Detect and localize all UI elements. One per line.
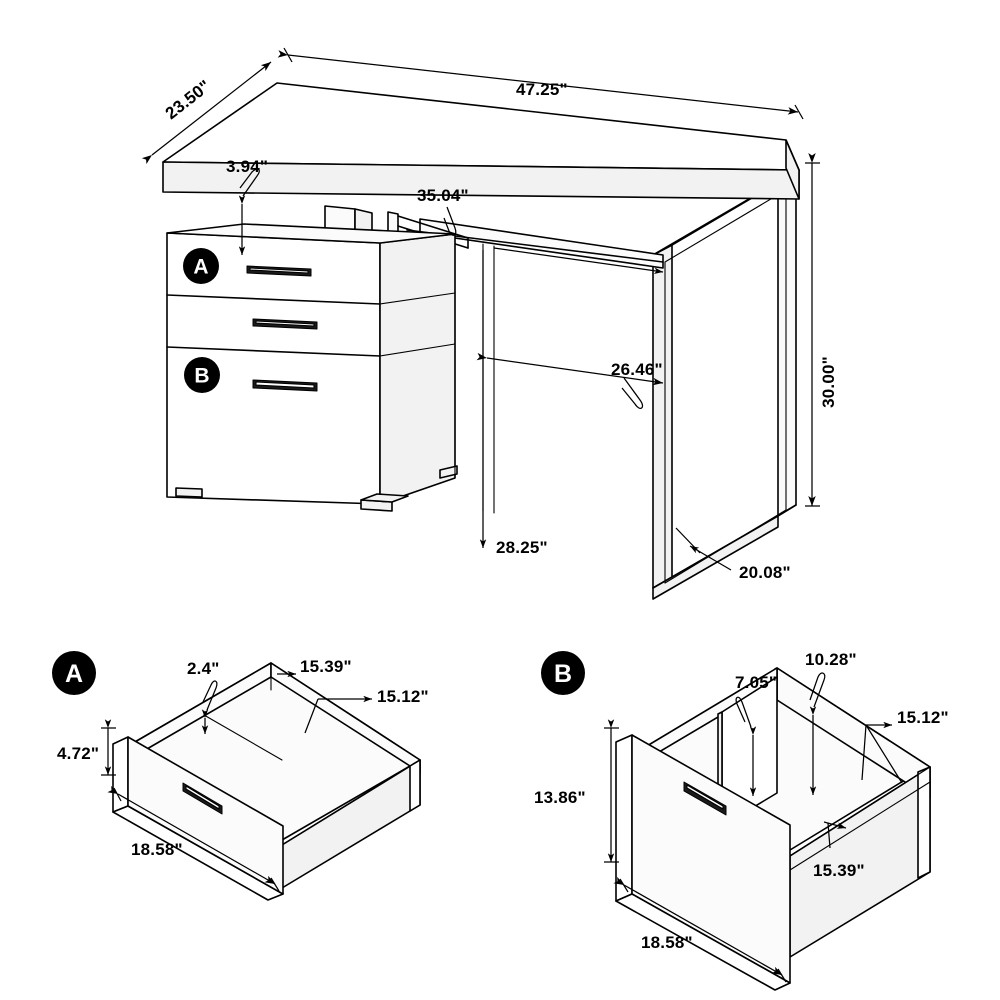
dim-a-front-width <box>107 785 280 892</box>
dim-label-b-side-height: 10.28" <box>805 650 857 669</box>
dim-label-b-front-width: 18.58" <box>641 933 693 952</box>
desk-assembly-isometric <box>141 47 820 600</box>
dim-label-top-gap: 3.94" <box>226 157 268 176</box>
badge-a-main-letter: A <box>193 256 208 279</box>
dim-leg-depth <box>675 527 732 571</box>
badge-b-detail-letter: B <box>554 660 572 688</box>
dim-label-a-side-height: 2.4" <box>187 659 220 678</box>
dim-label-a-inner-depth: 15.12" <box>377 687 429 706</box>
badge-b-main: B <box>184 357 220 393</box>
badge-a-detail-letter: A <box>65 660 83 688</box>
dim-a-side-height <box>201 680 218 734</box>
dim-b-divider-height <box>735 696 757 796</box>
dim-label-leg-depth: 20.08" <box>739 563 791 582</box>
dim-label-a-front-height: 4.72" <box>57 744 99 763</box>
dim-label-b-divider-height: 7.05" <box>735 673 777 692</box>
desk-top-panel <box>162 82 800 200</box>
badge-b-detail: B <box>541 651 585 695</box>
dim-b-inner-width <box>823 821 847 849</box>
badge-a-detail: A <box>52 651 96 695</box>
badge-a-main: A <box>183 248 219 284</box>
drawer-b-handle <box>252 379 318 392</box>
dim-b-inner-depth <box>861 721 903 784</box>
desk-back-panel-edges <box>454 236 495 514</box>
dim-clearance-width <box>476 352 664 409</box>
dim-label-top-underside: 35.04" <box>417 186 469 205</box>
dim-label-depth: 23.50" <box>162 76 215 123</box>
dim-label-b-front-height: 13.86" <box>534 788 586 807</box>
dim-label-b-inner-width: 15.39" <box>813 861 865 880</box>
drawer-a-handle <box>246 265 312 277</box>
dim-label-a-front-width: 18.58" <box>131 840 183 859</box>
dim-height <box>805 153 820 507</box>
right-leg-frame <box>652 171 797 600</box>
dim-b-side-height <box>809 672 826 795</box>
dim-depth <box>141 61 272 165</box>
dim-label-clearance-width: 26.46" <box>611 360 663 379</box>
dim-top-gap <box>238 168 260 255</box>
drawer-b-detail <box>604 667 931 991</box>
dim-label-a-inner-width: 15.39" <box>300 657 352 676</box>
dim-a-front-height <box>101 719 116 776</box>
dim-top-underside <box>443 206 457 236</box>
dim-a-inner-depth <box>304 695 372 734</box>
drawer-cabinet <box>166 223 458 512</box>
dim-clearance-upper-ref <box>493 247 664 274</box>
dim-b-front-height <box>604 719 619 863</box>
badge-b-main-letter: B <box>194 365 209 388</box>
dim-label-cabinet-to-leg: 28.25" <box>496 538 548 557</box>
dim-label-height: 30.00" <box>819 356 838 408</box>
drawer-b-front-handle <box>683 781 727 816</box>
dim-label-width: 47.25" <box>516 80 568 99</box>
dim-width <box>277 47 804 120</box>
drawer-middle-handle <box>252 318 318 330</box>
dim-label-b-inner-depth: 15.12" <box>897 708 949 727</box>
dim-b-front-width <box>613 876 787 983</box>
drawer-a-detail <box>101 662 421 901</box>
